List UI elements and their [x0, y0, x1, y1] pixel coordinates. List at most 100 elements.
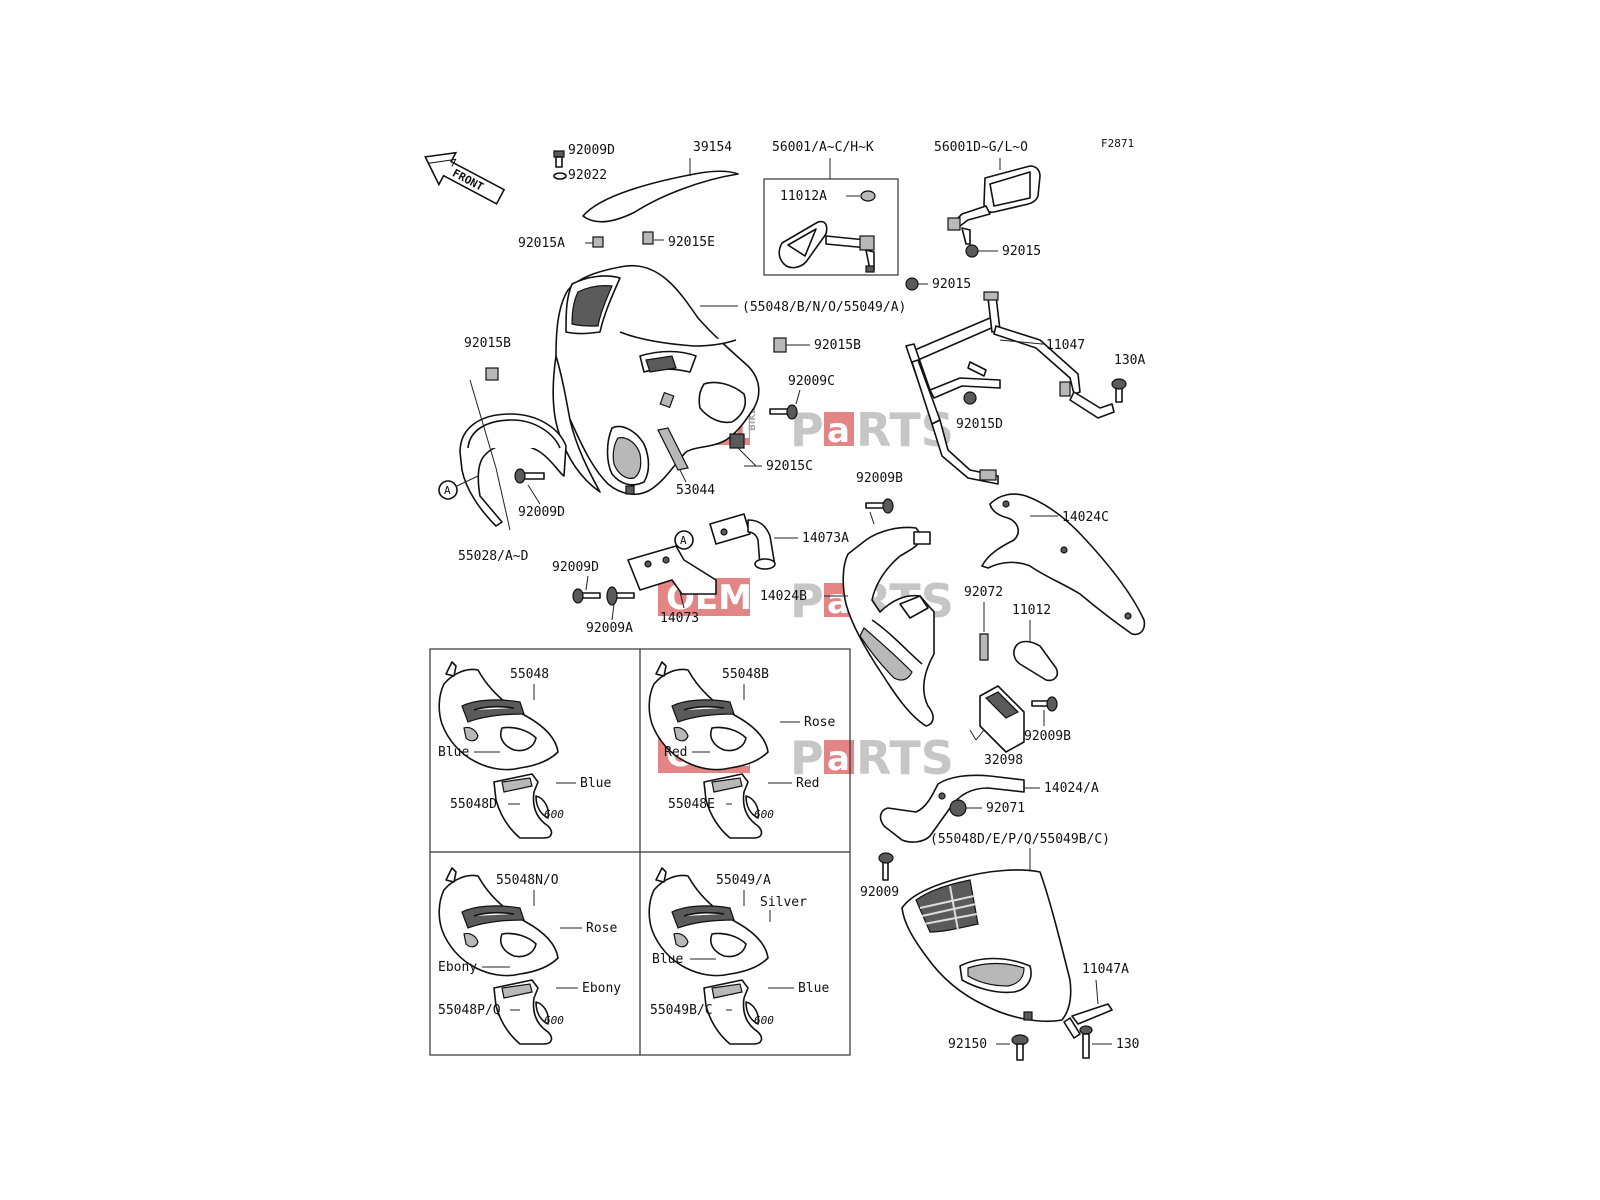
variant-2-upper-color-right: Rose — [804, 715, 835, 730]
callout-92009d-top: 92009D — [568, 143, 615, 158]
watermark-p: P — [790, 574, 824, 628]
part-lower-cowl — [901, 869, 1072, 1023]
variant-4-lower-color: Blue — [798, 981, 829, 996]
callout-56001-ac: 56001/A~C/H~K — [772, 140, 874, 155]
variant-1-lower-part: 55048D — [450, 797, 497, 812]
clip-92015b-left — [485, 367, 499, 381]
callout-92015c: 92015C — [766, 459, 813, 474]
part-14024a-lower — [879, 774, 1025, 843]
callout-92015-r2: 92015 — [932, 277, 971, 292]
clip-92015c — [729, 433, 745, 449]
variant-3-badge: 600 — [544, 1014, 564, 1027]
callout-130a: 130A — [1114, 353, 1145, 368]
part-39154-cover — [553, 150, 739, 248]
callout-92015e: 92015E — [668, 235, 715, 250]
bolt-92150 — [1011, 1034, 1029, 1061]
watermark-p: P — [790, 731, 824, 785]
watermark-a: a — [827, 739, 850, 779]
bolt-92009b-low — [1031, 696, 1058, 712]
variant-2-upper-part: 55048B — [722, 667, 769, 682]
callout-92015d: 92015D — [956, 417, 1003, 432]
nut-92015d — [963, 391, 977, 405]
variant-3-upper-part: 55048N/O — [496, 873, 559, 888]
part-53044-strip — [657, 427, 689, 471]
part-11047-bracket — [905, 291, 1115, 485]
part-14024c-side — [981, 493, 1146, 636]
variant-2: 55048B Rose Red Red 55048E 600 — [648, 661, 835, 839]
part-55028-windscreen — [459, 379, 567, 531]
figure-code: F2871 — [1101, 137, 1134, 150]
callout-92009d-low: 92009D — [552, 560, 599, 575]
variant-3-upper-color: Ebony — [438, 960, 477, 975]
part-14073a — [709, 513, 776, 570]
callout-92009: 92009 — [860, 885, 899, 900]
mirror-box — [763, 178, 899, 276]
front-arrow-icon: FRONT — [424, 151, 506, 205]
part-14073 — [627, 545, 717, 595]
variant-grid — [429, 648, 851, 1056]
bolt-130a — [1111, 378, 1127, 403]
variant-1-lower-color: Blue — [580, 776, 611, 791]
variant-2-upper-color: Red — [664, 745, 687, 760]
variant-4-upper-part: 55049/A — [716, 873, 771, 888]
marker-a2 — [674, 530, 694, 550]
bolt-92009d-mid — [514, 468, 545, 484]
callout-53044: 53044 — [676, 483, 715, 498]
bolt-92009c — [769, 404, 798, 420]
callout-11047a: 11047A — [1082, 962, 1129, 977]
callout-92150: 92150 — [948, 1037, 987, 1052]
callout-39154: 39154 — [693, 140, 732, 155]
callout-92009d-mid: 92009D — [518, 505, 565, 520]
variant-3-lower-color: Ebony — [582, 981, 621, 996]
part-92072 — [979, 633, 989, 661]
variant-4-badge: 600 — [754, 1014, 774, 1027]
callout-92009b-low: 92009B — [1024, 729, 1071, 744]
marker-a1 — [438, 480, 458, 500]
callout-55028: 55028/A~D — [458, 549, 529, 564]
callout-14073a: 14073A — [802, 531, 849, 546]
variant-2-lower-part: 55048E — [668, 797, 715, 812]
callout-92015b-right: 92015B — [814, 338, 861, 353]
callout-92071: 92071 — [986, 801, 1025, 816]
bolt-92009 — [878, 852, 894, 881]
part-92071 — [949, 799, 967, 817]
part-mirror-right — [947, 165, 1041, 245]
bolt-92009d-low — [572, 588, 601, 604]
variant-2-badge: 600 — [754, 808, 774, 821]
callout-11047: 11047 — [1046, 338, 1085, 353]
callout-14024b: 14024B — [760, 589, 807, 604]
callout-14073: 14073 — [660, 611, 699, 626]
callout-11012: 11012 — [1012, 603, 1051, 618]
bolt-92009a — [606, 586, 635, 606]
bolt-130 — [1079, 1025, 1093, 1059]
callout-92009a: 92009A — [586, 621, 633, 636]
variant-4-upper-color: Blue — [652, 952, 683, 967]
part-mirror-left — [778, 190, 876, 273]
callout-92072: 92072 — [964, 585, 1003, 600]
callout-14024a: 14024/A — [1044, 781, 1099, 796]
watermark-bike: BIKE — [748, 408, 758, 431]
callout-92015-r1: 92015 — [1002, 244, 1041, 259]
variant-4-lower-part: 55049B/C — [650, 1003, 713, 1018]
callout-11012a: 11012A — [780, 189, 827, 204]
part-upper-cowling — [552, 264, 760, 496]
watermark-a: a — [827, 411, 850, 451]
variant-4: 55049/A Silver Blue Blue 55049B/C 600 — [648, 867, 829, 1045]
variant-1-upper-part: 55048 — [510, 667, 549, 682]
callout-130: 130 — [1116, 1037, 1139, 1052]
part-14024b-inner — [842, 526, 935, 727]
variant-2-lower-color: Red — [796, 776, 819, 791]
callout-55048d-multi: (55048D/E/P/Q/55049B/C) — [930, 832, 1110, 847]
callout-92015a: 92015A — [518, 236, 565, 251]
variant-1-upper-color: Blue — [438, 745, 469, 760]
marker-a1-label: A — [444, 484, 451, 497]
marker-a2-label: A — [680, 534, 687, 547]
clip-92015b-right — [773, 337, 787, 353]
variant-3-upper-color-right: Rose — [586, 921, 617, 936]
variant-1: 55048 Blue Blue 55048D 600 — [438, 661, 611, 839]
callout-92009b-top: 92009B — [856, 471, 903, 486]
callout-56001-dg: 56001D~G/L~O — [934, 140, 1028, 155]
variant-1-badge: 600 — [544, 808, 564, 821]
variant-4-upper-color-right: Silver — [760, 895, 807, 910]
